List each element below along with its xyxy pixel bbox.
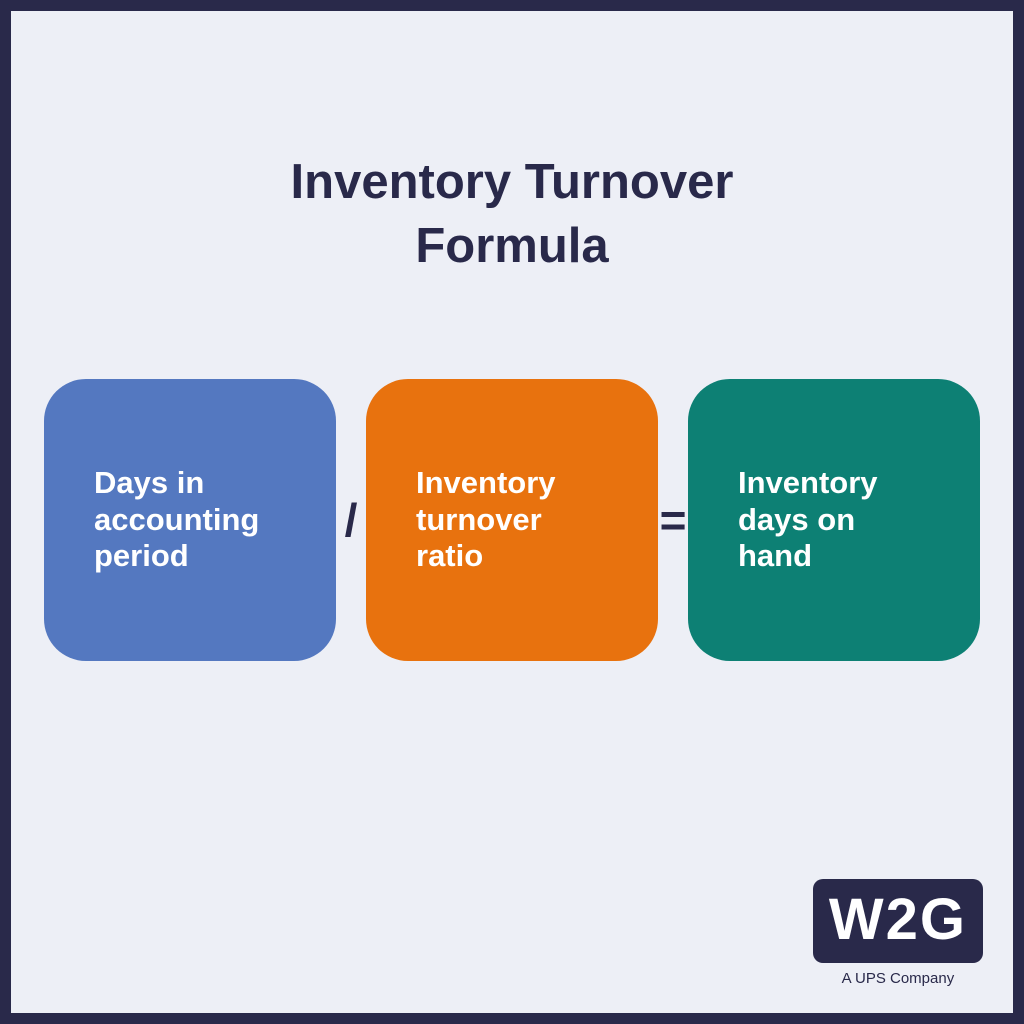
w2g-logo: W2G	[812, 879, 983, 963]
formula-box-inventory-days-on-hand: Inventory days on hand	[688, 379, 980, 661]
divide-operator: /	[344, 494, 358, 546]
company-logo: W2G A UPS Company	[812, 879, 983, 987]
formula-box-inventory-turnover-ratio: Inventory turnover ratio	[366, 379, 658, 661]
page-title-text: Inventory Turnover Formula	[290, 155, 734, 273]
formula-box-label: Days in accounting period	[94, 465, 260, 574]
formula-box-days-in-accounting-period: Days in accounting period	[44, 379, 336, 661]
page-title: Inventory Turnover Formula	[11, 151, 1013, 278]
formula-box-label: Inventory days on hand	[738, 465, 878, 574]
formula-box-label: Inventory turnover ratio	[416, 465, 556, 574]
equals-operator: =	[659, 494, 687, 546]
logo-tagline: A UPS Company	[841, 970, 955, 987]
formula-diagram: Days in accounting period / Inventory tu…	[44, 379, 980, 661]
